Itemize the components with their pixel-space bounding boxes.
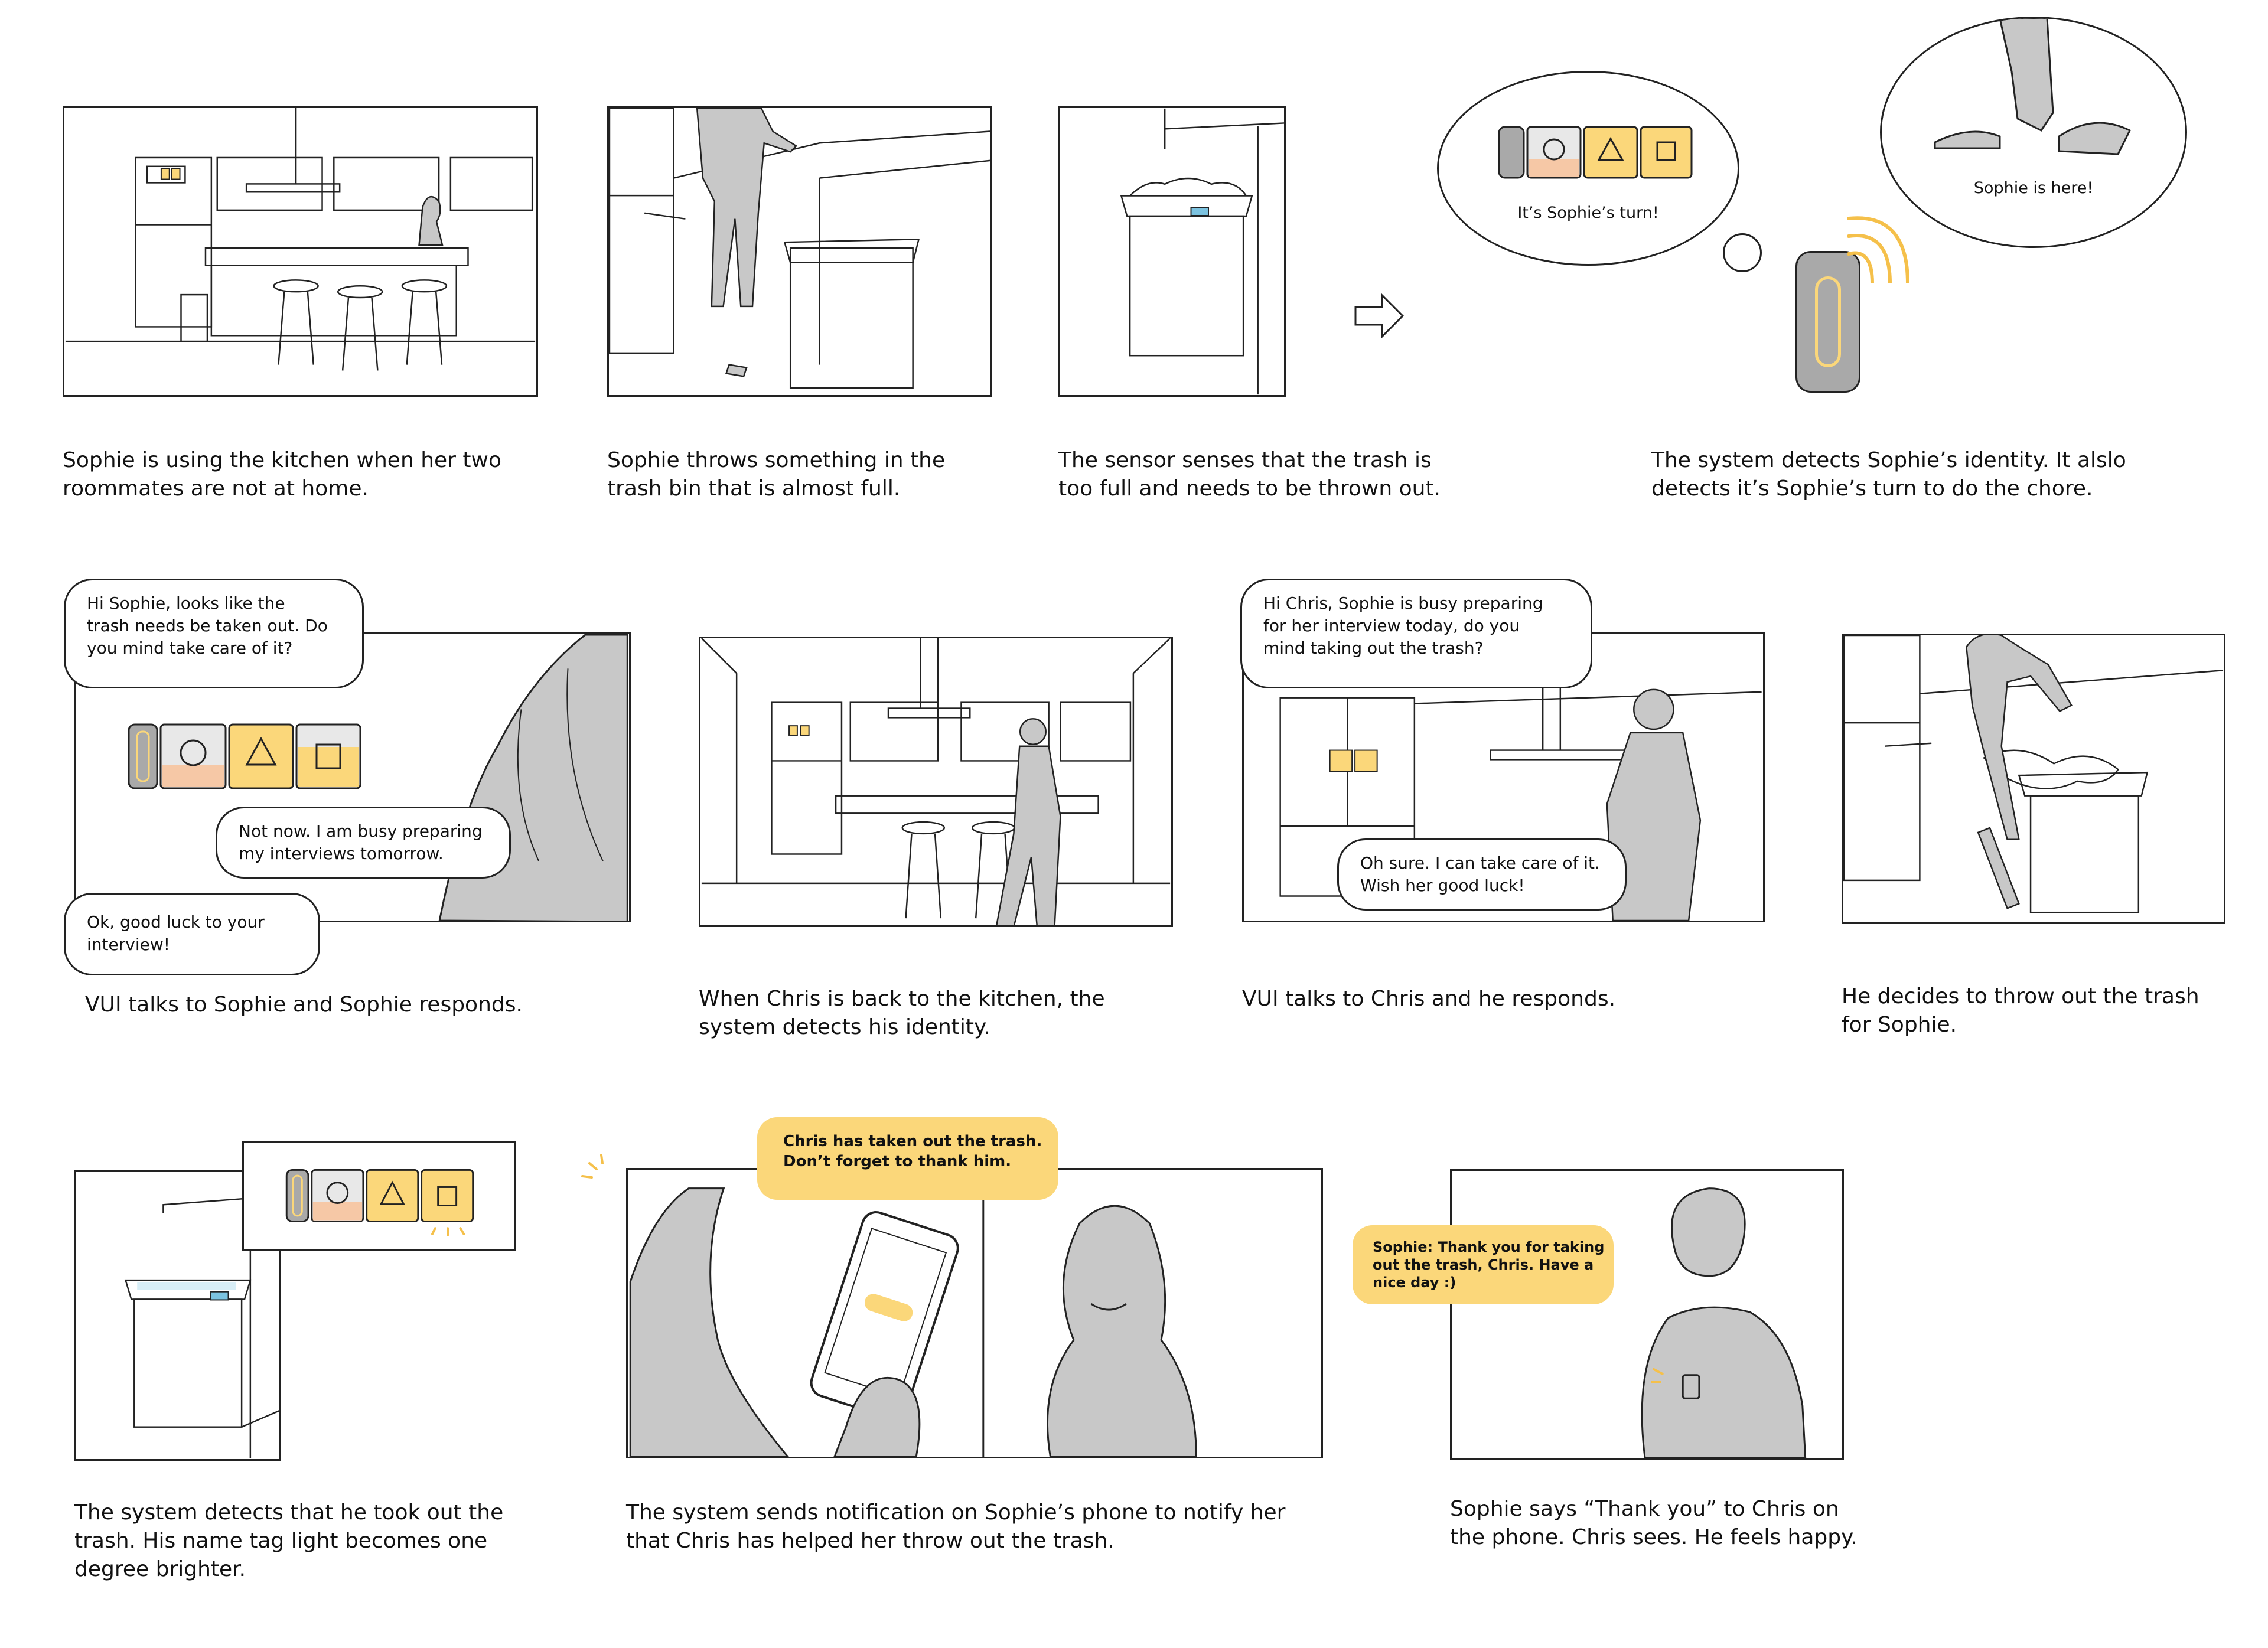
caption-1-line-1: Sophie is using the kitchen when her two: [63, 448, 501, 472]
signal-icon: [1847, 216, 1909, 283]
speech-vui-ok-line-2: interview!: [87, 935, 170, 954]
panel-sensor-trash: [1058, 106, 1286, 397]
notice-thank-you-line-1: Sophie: Thank you for taking: [1373, 1239, 1605, 1255]
speech-vui-chris-line-3: mind taking out the trash?: [1263, 638, 1484, 658]
speech-vui-ok: Ok, good luck to your interview!: [64, 893, 320, 975]
caption-3-line-2: too full and needs to be thrown out.: [1058, 477, 1441, 501]
caption-2-line-2: trash bin that is almost full.: [607, 477, 901, 501]
speech-sophie-reply-line-2: my interviews tomorrow.: [239, 844, 444, 863]
caption-6-line-1: When Chris is back to the kitchen, the: [699, 987, 1105, 1011]
speech-vui-sophie-line-1: Hi Sophie, looks like the: [87, 593, 285, 613]
caption-7-line-1: VUI talks to Chris and he responds.: [1242, 987, 1616, 1011]
panel-notification: [626, 1168, 1323, 1458]
caption-2-line-1: Sophie throws something in the: [607, 448, 946, 472]
name-tag-device: [1795, 251, 1860, 393]
kitchen-chris-illustration: [701, 638, 1171, 925]
empty-trash-illustration: [124, 1195, 279, 1458]
caption-10-line-1: The system sends notification on Sophie’…: [626, 1500, 1286, 1525]
indicator-popup: [242, 1141, 516, 1251]
speech-vui-chris-line-1: Hi Chris, Sophie is busy preparing: [1263, 593, 1543, 613]
chore-indicator-mini: [1498, 126, 1693, 179]
speech-vui-sophie-line-2: trash needs be taken out. Do: [87, 616, 328, 635]
chris-bending-illustration: [1843, 635, 2224, 913]
speech-chris-reply: Oh sure. I can take care of it. Wish her…: [1337, 838, 1627, 911]
caption-10-line-2: that Chris has helped her throw out the …: [626, 1529, 1115, 1553]
thought-turn-text: It’s Sophie’s turn!: [1517, 204, 1659, 222]
speech-vui-sophie: Hi Sophie, looks like the trash needs be…: [64, 579, 364, 688]
notice-thank-you-line-3: nice day :): [1373, 1274, 1456, 1291]
thought-here-text: Sophie is here!: [1973, 179, 2094, 197]
arrow-icon: [1354, 293, 1405, 339]
speech-chris-reply-line-1: Oh sure. I can take care of it.: [1360, 853, 1600, 873]
device-light: [1815, 276, 1841, 367]
caption-4-line-2: detects it’s Sophie’s turn to do the cho…: [1651, 477, 2093, 501]
panel-chris-trash: [1842, 634, 2225, 924]
speech-vui-sophie-line-3: you mind take care of it?: [87, 638, 293, 658]
notice-trash-taken-line-2: Don’t forget to thank him.: [783, 1153, 1012, 1170]
speech-vui-chris-line-2: for her interview today, do you: [1263, 616, 1520, 635]
panel-thank-you: [1450, 1169, 1844, 1460]
thought-bubble-turn: It’s Sophie’s turn!: [1437, 71, 1739, 266]
chris-kitchen-illustration: [1279, 634, 1762, 921]
caption-9-line-1: The system detects that he took out the: [74, 1500, 504, 1525]
phone-notification-illustration: [629, 1170, 1197, 1457]
thought-bubble-here: Sophie is here!: [1880, 17, 2187, 248]
panel-throwing-trash: [607, 106, 992, 397]
kitchen-scene-illustration: [65, 108, 536, 371]
chris-phone-illustration: [1641, 1187, 1807, 1458]
caption-11-line-1: Sophie says “Thank you” to Chris on: [1450, 1497, 1839, 1521]
chore-indicator: [128, 723, 361, 789]
caption-1-line-2: roommates are not at home.: [63, 477, 369, 501]
caption-6-line-2: system detects his identity.: [699, 1015, 990, 1039]
caption-8-line-2: for Sophie.: [1842, 1013, 1957, 1037]
speech-sophie-reply: Not now. I am busy preparing my intervie…: [216, 807, 511, 879]
caption-9-line-3: degree brighter.: [74, 1557, 246, 1581]
feet-illustration: [1934, 18, 2132, 155]
chore-indicator-brighter: [285, 1169, 474, 1236]
sparkle-icon: [581, 1154, 604, 1179]
notice-trash-taken: Chris has taken out the trash. Don’t for…: [757, 1117, 1058, 1200]
caption-8-line-1: He decides to throw out the trash: [1842, 984, 2199, 1009]
speech-chris-reply-line-2: Wish her good luck!: [1360, 876, 1525, 895]
caption-4-line-1: The system detects Sophie’s identity. It…: [1651, 448, 2126, 472]
caption-9-line-2: trash. His name tag light becomes one: [74, 1529, 488, 1553]
notice-thank-you: Sophie: Thank you for taking out the tra…: [1353, 1225, 1614, 1304]
thought-dot: [1723, 233, 1762, 272]
caption-5-line-1: VUI talks to Sophie and Sophie responds.: [85, 993, 523, 1017]
notice-trash-taken-line-1: Chris has taken out the trash.: [783, 1133, 1042, 1150]
caption-3-line-1: The sensor senses that the trash is: [1058, 448, 1432, 472]
panel-chris-returns: [699, 637, 1173, 927]
caption-11-line-2: the phone. Chris sees. He feels happy.: [1450, 1525, 1858, 1549]
speech-vui-ok-line-1: Ok, good luck to your: [87, 912, 265, 932]
notice-thank-you-line-2: out the trash, Chris. Have a: [1373, 1257, 1594, 1273]
throwing-trash-illustration: [609, 108, 990, 389]
speech-vui-chris: Hi Chris, Sophie is busy preparing for h…: [1240, 579, 1592, 688]
panel-kitchen-sophie: [63, 106, 538, 397]
full-trash-illustration: [1120, 108, 1284, 395]
speech-sophie-reply-line-1: Not now. I am busy preparing: [239, 821, 483, 841]
